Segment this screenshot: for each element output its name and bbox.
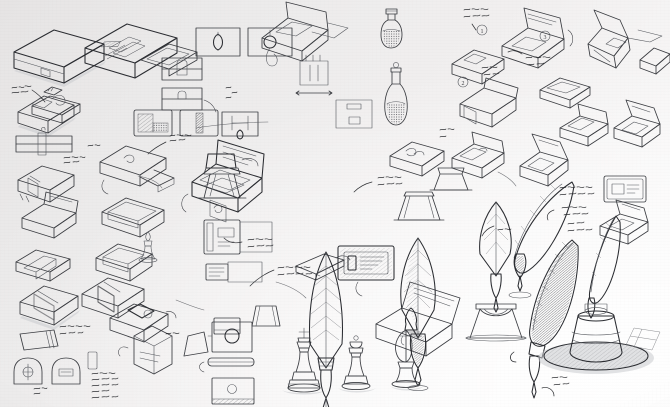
note-13-strokes xyxy=(91,372,119,399)
cluster-right-boxes xyxy=(389,77,661,245)
cluster-labels xyxy=(199,219,461,405)
cluster-hinged-lids xyxy=(261,1,670,85)
note-5-strokes xyxy=(147,134,192,155)
note-7-strokes xyxy=(63,156,86,164)
note-15-strokes xyxy=(165,332,180,335)
leader-lines xyxy=(137,121,517,311)
cluster-inserts xyxy=(81,139,265,375)
cluster-ink-bottles: 1 2 3 xyxy=(295,8,551,129)
note-misc-strokes xyxy=(225,86,238,99)
cluster-wrapped-boxes xyxy=(13,127,98,385)
note-8-strokes xyxy=(249,266,313,287)
note-6-strokes xyxy=(59,325,91,335)
note-16-strokes xyxy=(223,237,274,248)
marker-3: 3 xyxy=(539,30,551,42)
note-9-strokes xyxy=(546,186,595,232)
marker-1-label: 1 xyxy=(481,29,484,35)
handwritten-annotations xyxy=(11,8,595,399)
note-4-strokes xyxy=(481,66,500,76)
note-12-strokes xyxy=(551,376,570,386)
note-2-strokes xyxy=(507,50,551,66)
note-misc2-strokes xyxy=(87,144,101,147)
note-3-strokes xyxy=(11,85,46,103)
cluster-quills xyxy=(309,181,621,407)
marker-2-label: 2 xyxy=(462,81,465,87)
note-14-strokes xyxy=(33,387,48,395)
note-11-strokes xyxy=(353,176,403,193)
cluster-boxes-upper-left xyxy=(13,23,198,137)
cluster-closure-details: detail xyxy=(133,27,293,140)
note-1-strokes xyxy=(463,8,490,31)
marker-3-label: 3 xyxy=(544,35,547,41)
marker-2: 2 xyxy=(457,76,469,88)
cluster-inkwell xyxy=(197,153,661,374)
note-10-strokes xyxy=(481,225,512,237)
marker-1: 1 xyxy=(476,24,488,36)
note-misc3-strokes xyxy=(439,128,455,138)
